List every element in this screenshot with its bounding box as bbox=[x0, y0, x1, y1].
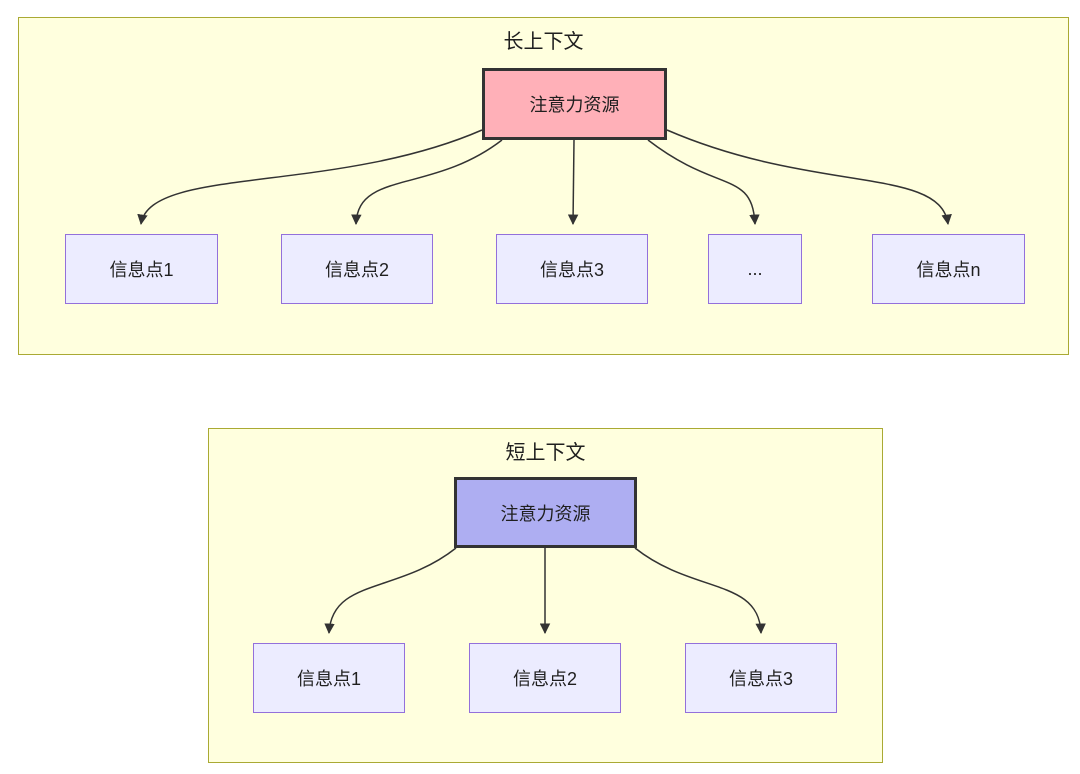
node-label: 信息点2 bbox=[512, 669, 577, 689]
node-short-info-2: 信息点2 bbox=[469, 643, 621, 713]
node-long-info-dots: ... bbox=[708, 234, 802, 304]
node-label: 信息点1 bbox=[296, 669, 361, 689]
cluster-long-context-title: 长上下文 bbox=[503, 31, 584, 53]
node-attention-resource-short: 注意力资源 bbox=[454, 477, 637, 548]
cluster-short-context-title: 短上下文 bbox=[505, 442, 586, 464]
node-attention-resource-long: 注意力资源 bbox=[482, 68, 667, 140]
node-long-info-2: 信息点2 bbox=[281, 234, 433, 304]
node-label: 注意力资源 bbox=[529, 95, 620, 115]
node-short-info-3: 信息点3 bbox=[685, 643, 837, 713]
node-label: 信息点2 bbox=[324, 260, 389, 280]
node-label: 信息点1 bbox=[109, 260, 174, 280]
node-label: 信息点n bbox=[916, 260, 981, 280]
node-label: 信息点3 bbox=[539, 260, 604, 280]
node-long-info-1: 信息点1 bbox=[65, 234, 218, 304]
node-label: ... bbox=[747, 258, 763, 279]
node-long-info-3: 信息点3 bbox=[496, 234, 648, 304]
node-short-info-1: 信息点1 bbox=[253, 643, 405, 713]
node-long-info-n: 信息点n bbox=[872, 234, 1025, 304]
node-label: 注意力资源 bbox=[500, 503, 591, 524]
node-label: 信息点3 bbox=[728, 669, 793, 689]
